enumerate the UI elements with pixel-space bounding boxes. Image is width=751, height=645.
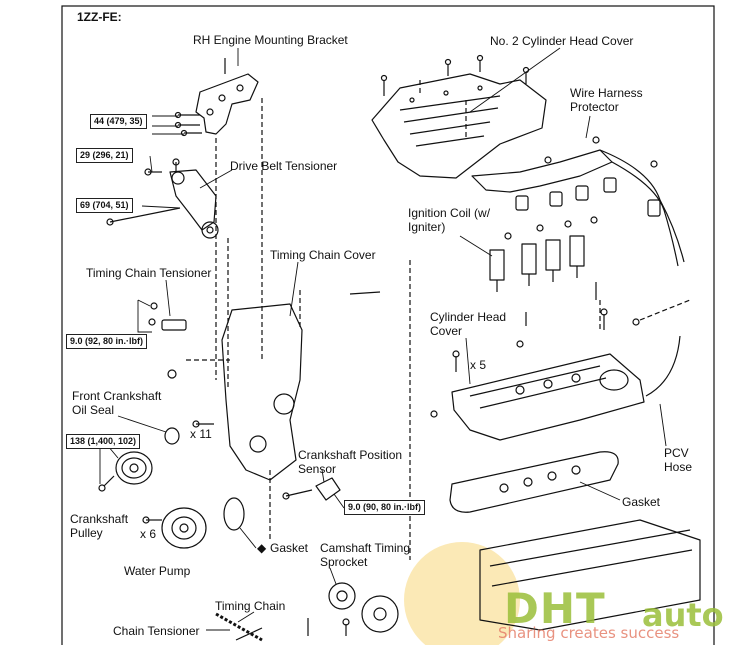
label-no2-cylinder-head-cover: No. 2 Cylinder Head Cover [490,34,634,48]
label-crankshaft-position-sensor: Crankshaft Position Sensor [298,448,403,476]
crankshaft-pulley-shape [115,451,153,485]
water-pump-shape [161,507,207,549]
non-reusable-symbol: ◆ [257,541,267,555]
label-ignition-coil: Ignition Coil (w/ Igniter) [408,206,491,234]
watermark-brand-left: DHT [504,584,606,633]
no2-head-cover-shape [371,73,547,179]
rh-mount-bracket-shape [195,73,259,135]
watermark-brand-right: auto [642,596,724,634]
label-front-crankshaft-oil-seal: Front Crankshaft Oil Seal [72,389,162,417]
pcv-hose-shape [645,335,681,397]
label-drive-belt-tensioner: Drive Belt Tensioner [230,159,338,173]
torque-9-tensioner: 9.0 (92, 80 in.·lbf) [66,334,148,349]
watermark-circle [404,542,520,645]
torque-69: 69 (704, 51) [76,198,133,213]
sprocket-small-shape [328,582,356,610]
gasket-cover-shape [223,497,245,531]
cylinder-head-cover-shape [451,353,645,441]
label-chain-tensioner: Chain Tensioner [113,624,200,638]
cylinder-head-shape [479,519,701,631]
label-crankshaft-pulley: Crankshaft Pulley [70,512,129,540]
ignition-coils-shape [489,216,598,292]
label-water-pump: Water Pump [124,564,191,578]
label-timing-chain-cover: Timing Chain Cover [270,248,376,262]
torque-9-sensor: 9.0 (90, 80 in.·lbf) [344,500,426,515]
torque-29: 29 (296, 21) [76,148,133,163]
torque-44: 44 (479, 35) [90,114,147,129]
label-timing-chain: Timing Chain [215,599,286,613]
label-cylinder-head-cover: Cylinder Head Cover [430,310,507,338]
label-x6: x 6 [140,527,157,541]
label-camshaft-timing-sprocket: Camshaft Timing Sprocket [320,541,411,569]
oil-seal-shape [164,427,180,445]
drive-belt-tensioner-shape [169,169,217,231]
label-x11: x 11 [190,427,212,441]
label-pcv-hose: PCV Hose [664,446,693,474]
sprocket-large-shape [361,595,399,633]
timing-chain-tensioner-shape [161,319,187,331]
label-wire-harness-protector: Wire Harness Protector [570,86,643,114]
label-x5: x 5 [470,358,487,372]
gasket-head-shape [449,451,619,513]
label-gasket-head: Gasket [622,495,661,509]
crankshaft-sensor-shape [315,477,341,501]
timing-chain-cover-shape [221,303,303,481]
label-timing-chain-tensioner: Timing Chain Tensioner [86,266,212,280]
frame [61,5,715,645]
torque-138: 138 (1,400, 102) [66,434,141,449]
label-rh-engine-mounting-bracket: RH Engine Mounting Bracket [193,33,348,47]
wire-harness-protector-shape [471,149,613,193]
watermark-slogan: Sharing creates success [498,624,680,642]
label-gasket-cover: Gasket [270,541,309,555]
engine-code: 1ZZ-FE: [77,10,122,24]
timing-chain-shape [215,612,263,642]
